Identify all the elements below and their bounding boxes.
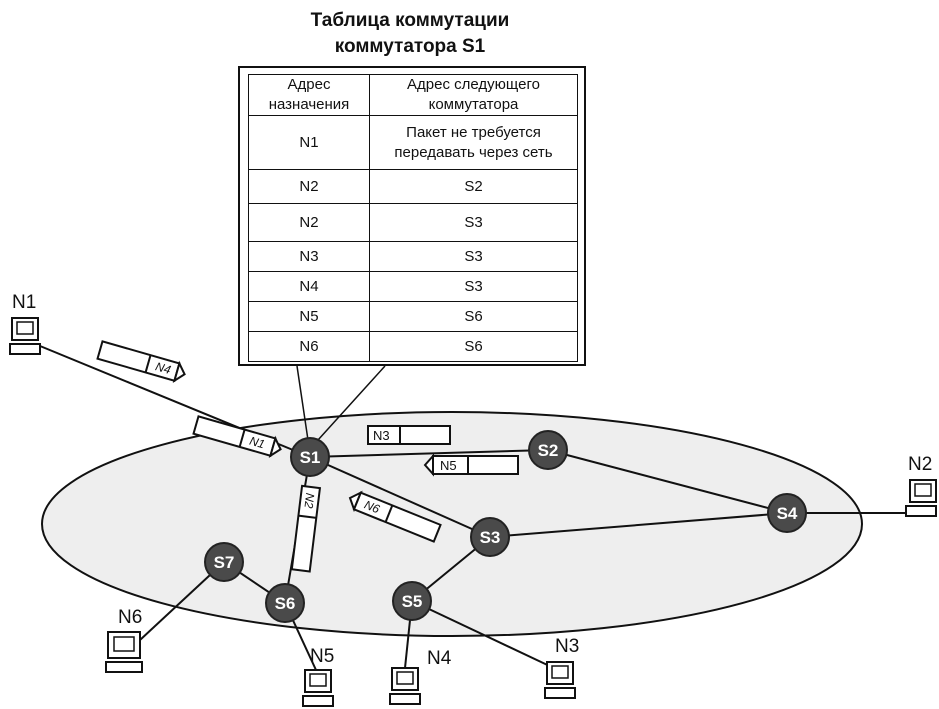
switching-table: Адрес назначения Адрес следующего коммут… bbox=[248, 74, 578, 362]
switch-s4: S4 bbox=[767, 493, 807, 533]
table-row: N2 S2 bbox=[248, 169, 578, 204]
table-row: N2 S3 bbox=[248, 203, 578, 242]
host-label-n1: N1 bbox=[12, 292, 36, 313]
cell-dest: N5 bbox=[248, 301, 370, 332]
link-s1-s3 bbox=[309, 456, 491, 538]
table-row: N4 S3 bbox=[248, 271, 578, 302]
packet-label-n4: N4 bbox=[154, 359, 173, 377]
title-line-1: Таблица коммутации bbox=[310, 10, 510, 31]
table-row: N1 Пакет не требуется передавать через с… bbox=[248, 115, 578, 170]
cell-dest: N1 bbox=[248, 115, 370, 170]
switch-s6: S6 bbox=[265, 583, 305, 623]
host-label-n4: N4 bbox=[427, 648, 452, 669]
title-line-2: коммутатора S1 bbox=[334, 36, 486, 57]
computer-icon bbox=[9, 317, 41, 355]
switch-label-s6: S6 bbox=[275, 594, 296, 613]
cell-next: S6 bbox=[369, 301, 578, 332]
switch-s3: S3 bbox=[470, 517, 510, 557]
packet-label-n6: N6 bbox=[362, 498, 382, 517]
packet-label-n2: N2 bbox=[301, 492, 317, 509]
cell-dest: N6 bbox=[248, 331, 370, 362]
table-row: N3 S3 bbox=[248, 241, 578, 272]
host-label-n6: N6 bbox=[118, 607, 142, 628]
switch-label-s4: S4 bbox=[777, 504, 798, 523]
packet-label-n1: N1 bbox=[248, 434, 267, 452]
packet-n5: N5 bbox=[423, 453, 519, 477]
callout-line-left bbox=[296, 365, 309, 441]
host-n2: N2 bbox=[905, 454, 937, 517]
switch-label-s2: S2 bbox=[538, 441, 559, 460]
diagram-title: Таблица коммутации коммутатора S1 bbox=[250, 8, 570, 60]
switch-s2: S2 bbox=[528, 430, 568, 470]
packet-n3: N3 bbox=[367, 425, 451, 445]
header-next-switch: Адрес следующего коммутатора bbox=[369, 74, 578, 116]
host-n5: N5 bbox=[302, 646, 334, 707]
cell-next: S6 bbox=[369, 331, 578, 362]
cell-dest: N3 bbox=[248, 241, 370, 272]
switch-label-s5: S5 bbox=[402, 592, 423, 611]
switch-label-s3: S3 bbox=[480, 528, 501, 547]
host-label-n2: N2 bbox=[908, 454, 932, 475]
packet-label-n3: N3 bbox=[373, 428, 390, 443]
packet-n1: N1 bbox=[192, 415, 282, 458]
packet-n6: N6 bbox=[348, 490, 442, 543]
cell-dest: N4 bbox=[248, 271, 370, 302]
computer-icon bbox=[105, 631, 143, 673]
header-destination: Адрес назначения bbox=[248, 74, 370, 116]
cell-next: S3 bbox=[369, 241, 578, 272]
link-s3-s4 bbox=[489, 512, 788, 538]
link-s2-s4 bbox=[547, 449, 788, 514]
switch-s1: S1 bbox=[290, 437, 330, 477]
computer-icon bbox=[905, 479, 937, 517]
switch-s5: S5 bbox=[392, 581, 432, 621]
link-s1-s2 bbox=[309, 449, 549, 458]
network-ellipse bbox=[41, 411, 863, 637]
cell-next: S2 bbox=[369, 169, 578, 204]
table-row: N5 S6 bbox=[248, 301, 578, 332]
computer-icon bbox=[389, 667, 421, 705]
host-label-n5: N5 bbox=[310, 646, 334, 667]
packet-n2: N2 bbox=[290, 484, 322, 573]
switching-table-frame: Адрес назначения Адрес следующего коммут… bbox=[238, 66, 586, 366]
cell-next: S3 bbox=[369, 203, 578, 242]
cell-next: Пакет не требуется передавать через сеть bbox=[369, 115, 578, 170]
switch-label-s1: S1 bbox=[300, 448, 321, 467]
switch-s7: S7 bbox=[204, 542, 244, 582]
cell-next: S3 bbox=[369, 271, 578, 302]
computer-icon bbox=[302, 669, 334, 707]
packet-label-n5: N5 bbox=[440, 458, 457, 473]
cell-dest: N2 bbox=[248, 169, 370, 204]
computer-icon bbox=[544, 661, 576, 699]
host-n3: N3 bbox=[544, 636, 579, 699]
link-s5-n3 bbox=[411, 600, 559, 671]
host-n1: N1 bbox=[9, 292, 41, 355]
table-header-row: Адрес назначения Адрес следующего коммут… bbox=[248, 74, 578, 116]
host-n4: N4 bbox=[389, 648, 452, 705]
host-n6: N6 bbox=[105, 607, 143, 673]
table-row: N6 S6 bbox=[248, 331, 578, 362]
host-label-n3: N3 bbox=[555, 636, 579, 657]
packet-n4: N4 bbox=[96, 340, 186, 383]
cell-dest: N2 bbox=[248, 203, 370, 242]
switch-label-s7: S7 bbox=[214, 553, 235, 572]
callout-line-right bbox=[317, 365, 386, 441]
